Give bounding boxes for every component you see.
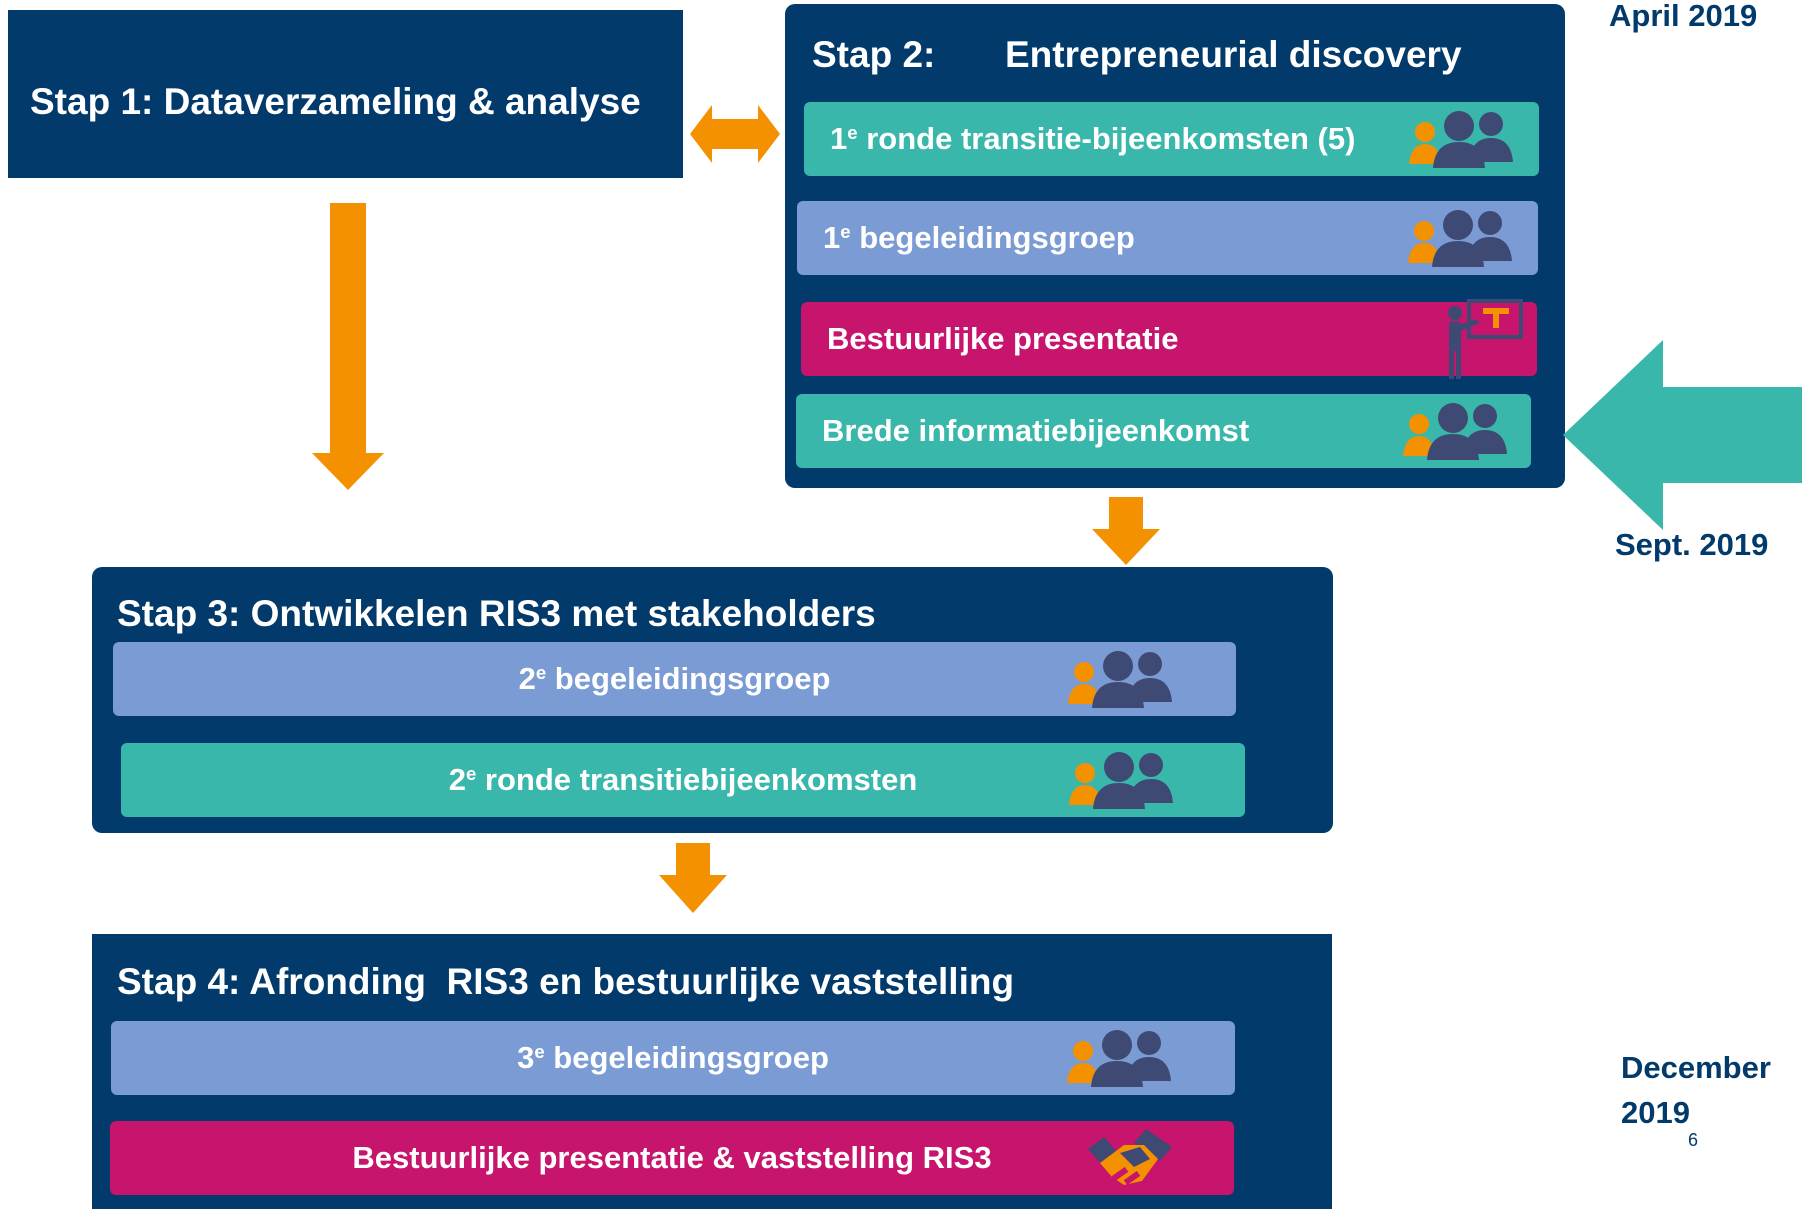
step4-title: Stap 4: Afronding RIS3 en bestuurlijke v… [117, 961, 1015, 1002]
item-sup: e [534, 1040, 545, 1062]
item-sup: e [465, 762, 477, 784]
people-icon [1403, 402, 1507, 460]
down-arrow-step3 [659, 843, 727, 913]
presenter-icon [1448, 299, 1523, 379]
item-label: begeleidingsgroep [554, 661, 831, 696]
item-label: Bestuurlijke presentatie [827, 321, 1179, 356]
item-label: Bestuurlijke presentatie & vaststelling … [352, 1140, 992, 1175]
step2-item-info-meeting: Brede informatiebijeenkomst [796, 394, 1531, 468]
item-label: begeleidingsgroep [859, 220, 1135, 255]
people-icon [1069, 751, 1173, 809]
step2-item-steering-group: 1e begeleidingsgroep [797, 201, 1538, 275]
item-sup: e [840, 220, 851, 242]
date-december-line1: December [1621, 1050, 1771, 1085]
item-ordinal: 3 [517, 1040, 535, 1075]
item-ordinal: 2 [518, 661, 536, 696]
item-label: ronde transitiebijeenkomsten [484, 762, 918, 797]
step3-item-steering-group: 2e begeleidingsgroep [113, 642, 1236, 716]
step3-title: Stap 3: Ontwikkelen RIS3 met stakeholder… [117, 593, 876, 634]
step4-item-presentation-adoption: Bestuurlijke presentatie & vaststelling … [110, 1121, 1234, 1195]
down-arrow-step2 [1092, 497, 1160, 565]
date-december-line2: 2019 [1621, 1095, 1690, 1130]
item-ordinal: 1 [823, 220, 841, 255]
double-arrow-icon [690, 105, 780, 163]
item-sup: e [847, 121, 858, 143]
date-april: April 2019 [1609, 0, 1758, 33]
step2-item-presentation: Bestuurlijke presentatie [801, 299, 1537, 379]
step3-item-transition-meetings: 2e ronde transitiebijeenkomsten [121, 743, 1245, 817]
people-icon [1067, 1029, 1171, 1087]
item-label: ronde transitie-bijeenkomsten (5) [866, 121, 1356, 156]
people-icon [1408, 209, 1512, 267]
timeline-arrow [1563, 340, 1802, 530]
item-ordinal: 1 [830, 121, 848, 156]
item-label: Brede informatiebijeenkomst [822, 413, 1250, 448]
date-sept: Sept. 2019 [1615, 527, 1769, 562]
people-icon [1068, 650, 1172, 708]
step2-title-prefix: Stap 2: [812, 34, 936, 75]
step1-title: Stap 1: Dataverzameling & analyse [30, 81, 641, 122]
people-icon [1409, 110, 1513, 168]
page-number: 6 [1688, 1130, 1699, 1150]
item-sup: e [535, 661, 547, 683]
item-ordinal: 2 [448, 762, 466, 797]
step2-title-main: Entrepreneurial discovery [1005, 34, 1462, 75]
step1-box: Stap 1: Dataverzameling & analyse [8, 10, 683, 178]
handshake-icon [1088, 1129, 1172, 1186]
item-label: begeleidingsgroep [553, 1040, 829, 1075]
step4-item-steering-group: 3e begeleidingsgroep [111, 1021, 1235, 1095]
down-arrow-step1 [312, 203, 384, 490]
step2-item-transition-rounds: 1e ronde transitie-bijeenkomsten (5) [804, 102, 1539, 176]
